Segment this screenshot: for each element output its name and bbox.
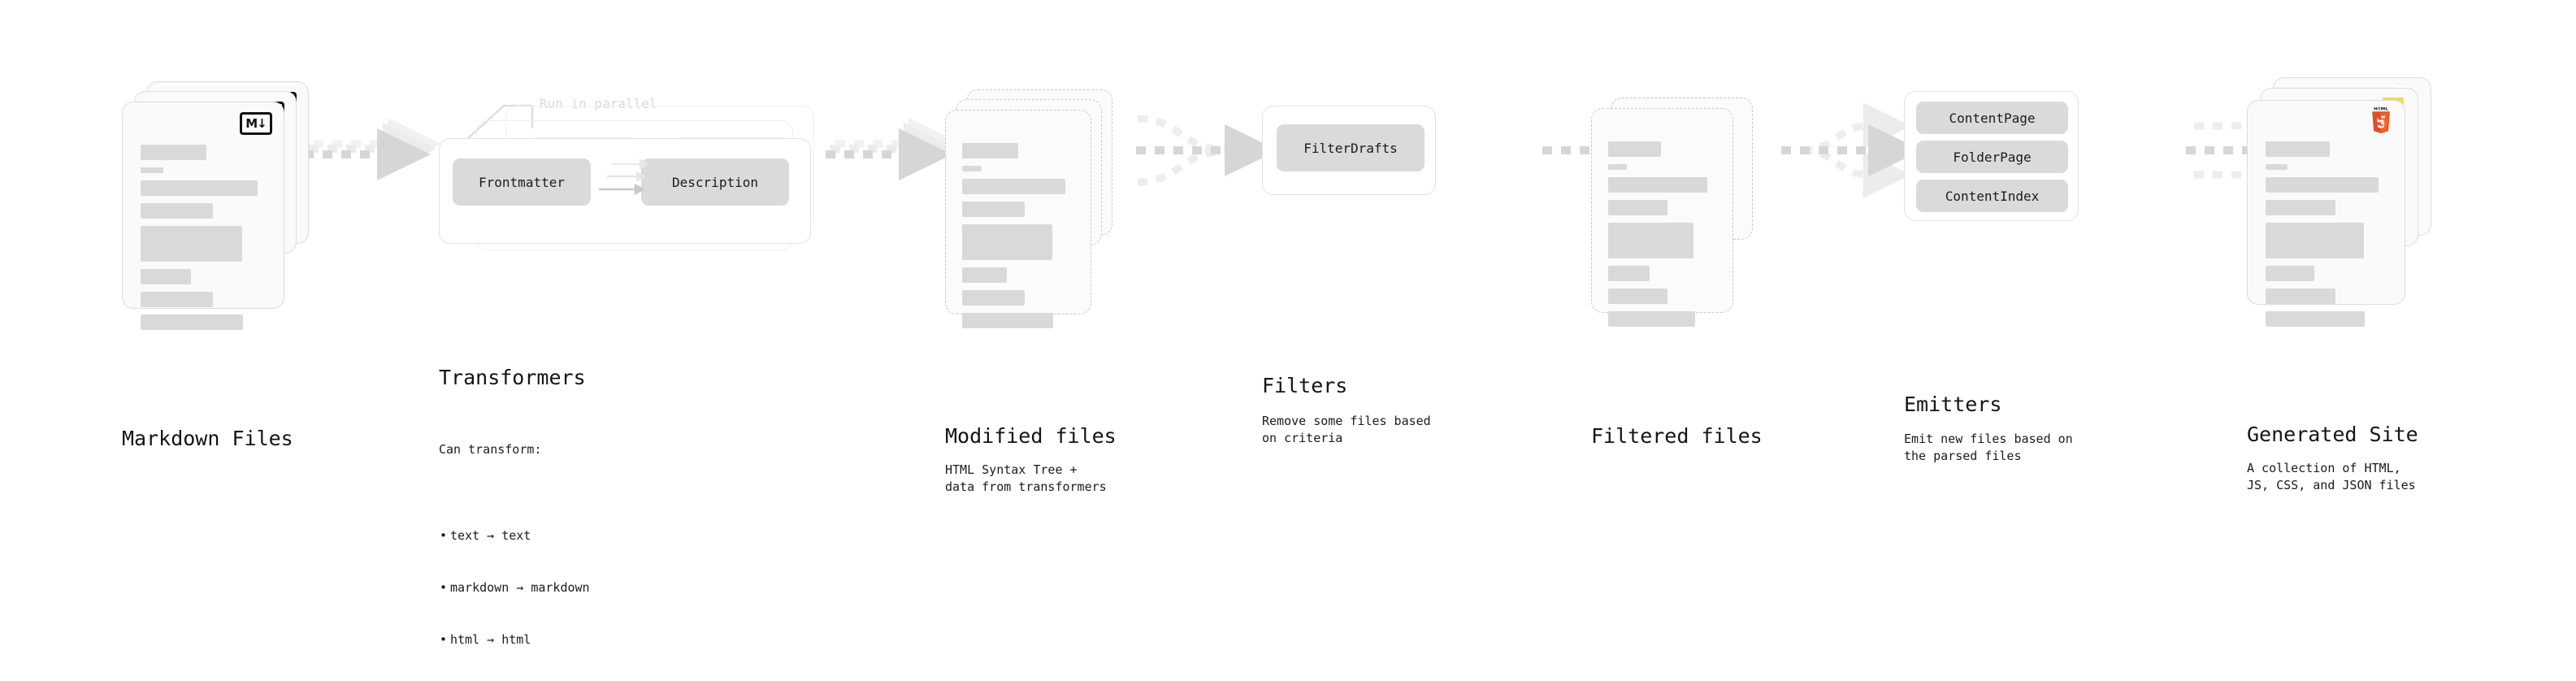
filters-title: Filters (1262, 374, 1348, 397)
transformer-node-description[interactable]: Description (641, 158, 789, 206)
filter-node-filterdrafts[interactable]: FilterDrafts (1277, 124, 1425, 171)
transformer-node-frontmatter[interactable]: Frontmatter (453, 158, 591, 206)
filtered-card-front[interactable] (1591, 108, 1733, 327)
modified-files-description: HTML Syntax Tree + data from transformer… (945, 462, 1107, 495)
svg-text:HTML: HTML (2374, 107, 2388, 111)
filters-box[interactable]: FilterDrafts (1262, 106, 1436, 195)
markdown-badge-front: M↓ (240, 112, 272, 135)
transformer-box-front[interactable]: Frontmatter Description (439, 138, 811, 244)
emitters-box[interactable]: ContentPage FolderPage ContentIndex (1904, 91, 2079, 221)
stage-transformers[interactable]: Frontmatter Description (439, 106, 821, 301)
stage-filters[interactable]: FilterDrafts (1262, 106, 1441, 211)
transformer-node-frontmatter-label: Frontmatter (479, 174, 565, 190)
emitters-description: Emit new files based on the parsed files (1904, 432, 2073, 464)
arrow-transformers-to-modified (826, 117, 962, 180)
stage-markdown-files[interactable]: M↓ M↓ M↓ (122, 81, 325, 390)
stage-emitters[interactable]: ContentPage FolderPage ContentIndex (1904, 91, 2091, 237)
stage-filtered-files[interactable] (1591, 98, 1778, 398)
arrow-filtered-to-emitters (1781, 102, 1922, 198)
run-in-parallel-label: Run in parallel (540, 96, 657, 111)
markdown-card-front[interactable]: M↓ (122, 102, 284, 330)
filtered-placeholder-lines (1608, 141, 1718, 327)
transformer-inner-arrows (599, 158, 650, 196)
filter-node-filterdrafts-label: FilterDrafts (1303, 140, 1398, 156)
markdown-files-title: Markdown Files (122, 427, 293, 450)
arrow-modified-to-filters (1136, 115, 1278, 186)
generated-site-title: Generated Site (2247, 423, 2418, 446)
emitter-node-contentpage-label: ContentPage (1949, 110, 2036, 126)
transformers-list-item-0: text → text (440, 527, 590, 545)
site-card-front[interactable]: HTML (2247, 100, 2405, 327)
html5-badge: HTML (2369, 107, 2393, 135)
transformers-list-item-1: markdown → markdown (440, 579, 590, 597)
transformers-description-lead: Can transform: (439, 441, 542, 457)
transformers-title: Transformers (439, 366, 586, 389)
transformers-description-list: text → text markdown → markdown html → h… (439, 492, 590, 681)
modified-files-title: Modified files (945, 424, 1117, 448)
filtered-files-title: Filtered files (1591, 424, 1763, 448)
stage-generated-site[interactable]: CSS HTML (2247, 77, 2450, 394)
generated-site-description: A collection of HTML, JS, CSS, and JSON … (2247, 461, 2416, 493)
modified-card-front[interactable] (945, 110, 1091, 328)
emitter-node-folderpage-label: FolderPage (1953, 149, 2032, 165)
transformers-list-item-2: html → html (440, 631, 590, 649)
emitters-title: Emitters (1904, 393, 2002, 416)
filters-description: Remove some files based on criteria (1262, 414, 1431, 446)
transformers-description: Can transform: text → text markdown → ma… (439, 406, 590, 681)
markdown-placeholder-lines (141, 145, 267, 330)
emitter-node-contentindex[interactable]: ContentIndex (1916, 180, 2068, 212)
stage-modified-files[interactable] (945, 89, 1140, 398)
emitter-node-contentpage[interactable]: ContentPage (1916, 102, 2068, 134)
emitter-node-contentindex-label: ContentIndex (1945, 188, 2040, 204)
emitter-node-folderpage[interactable]: FolderPage (1916, 141, 2068, 173)
site-placeholder-lines (2266, 141, 2388, 327)
transformer-node-description-label: Description (672, 174, 758, 190)
modified-placeholder-lines (962, 143, 1076, 328)
